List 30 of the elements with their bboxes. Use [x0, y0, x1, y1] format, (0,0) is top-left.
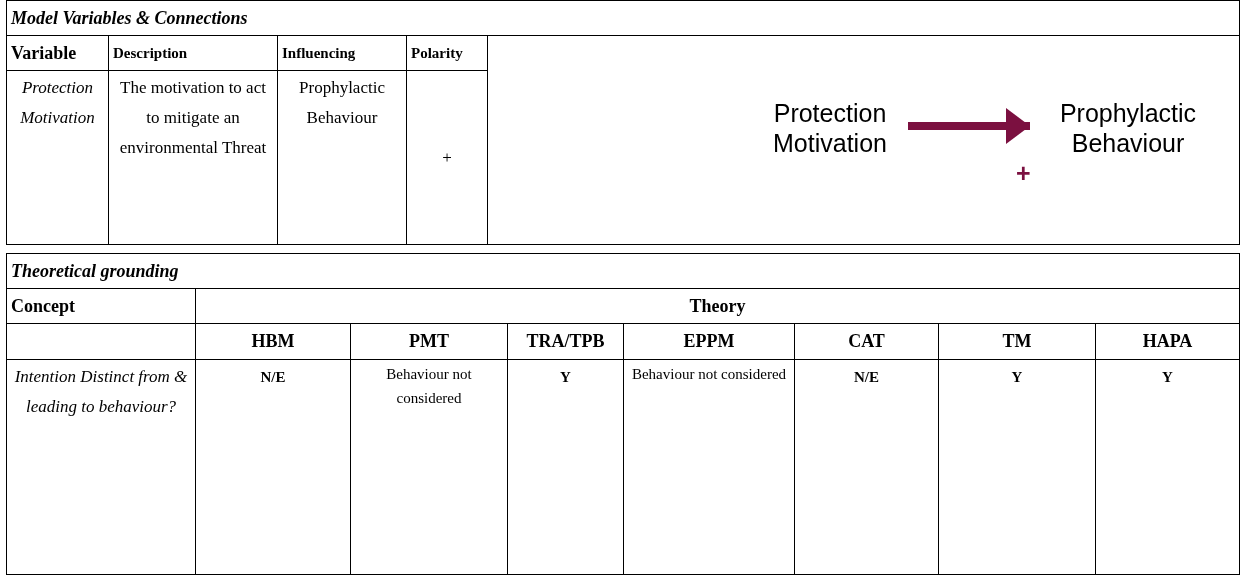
- column-header: Variable: [11, 43, 77, 63]
- column-header: Theory: [689, 296, 746, 316]
- table-title: Model Variables & Connections: [11, 8, 248, 28]
- cell-text: Behaviour not considered: [386, 366, 472, 406]
- row-label: Intention Distinct from & leading to behaviour?: [14, 367, 188, 416]
- column-header: HBM: [251, 331, 295, 351]
- variable-label: Protection Motivation: [752, 98, 908, 158]
- answer-mark: N/E: [854, 369, 879, 385]
- answer-mark: Y: [1011, 369, 1023, 385]
- cell-text: Behaviour not considered: [631, 366, 787, 382]
- influenced-variable: Prophylactic Behaviour: [299, 78, 385, 127]
- description-text: The motivation to act to mitigate an environmental Threat: [119, 78, 267, 157]
- answer-mark: Y: [1162, 369, 1173, 385]
- polarity-sign: +: [442, 147, 452, 167]
- column-header: CAT: [848, 331, 885, 351]
- column-header: Polarity: [411, 45, 463, 61]
- column-header: TM: [1002, 331, 1032, 351]
- answer-mark: Y: [560, 369, 571, 385]
- column-header: Influencing: [282, 45, 356, 61]
- column-header: EPPM: [683, 331, 735, 351]
- column-header: Description: [113, 45, 188, 61]
- variable-label: Prophylactic Behaviour: [1030, 98, 1226, 158]
- edge-label: +: [1016, 158, 1031, 188]
- answer-mark: N/E: [260, 369, 286, 385]
- row-label: Protection Motivation: [20, 78, 95, 127]
- column-header: HAPA: [1142, 331, 1193, 351]
- column-header: Concept: [11, 296, 75, 316]
- table-title: Theoretical grounding: [11, 261, 179, 281]
- column-header: TRA/TPB: [526, 331, 605, 351]
- column-header: PMT: [409, 331, 449, 351]
